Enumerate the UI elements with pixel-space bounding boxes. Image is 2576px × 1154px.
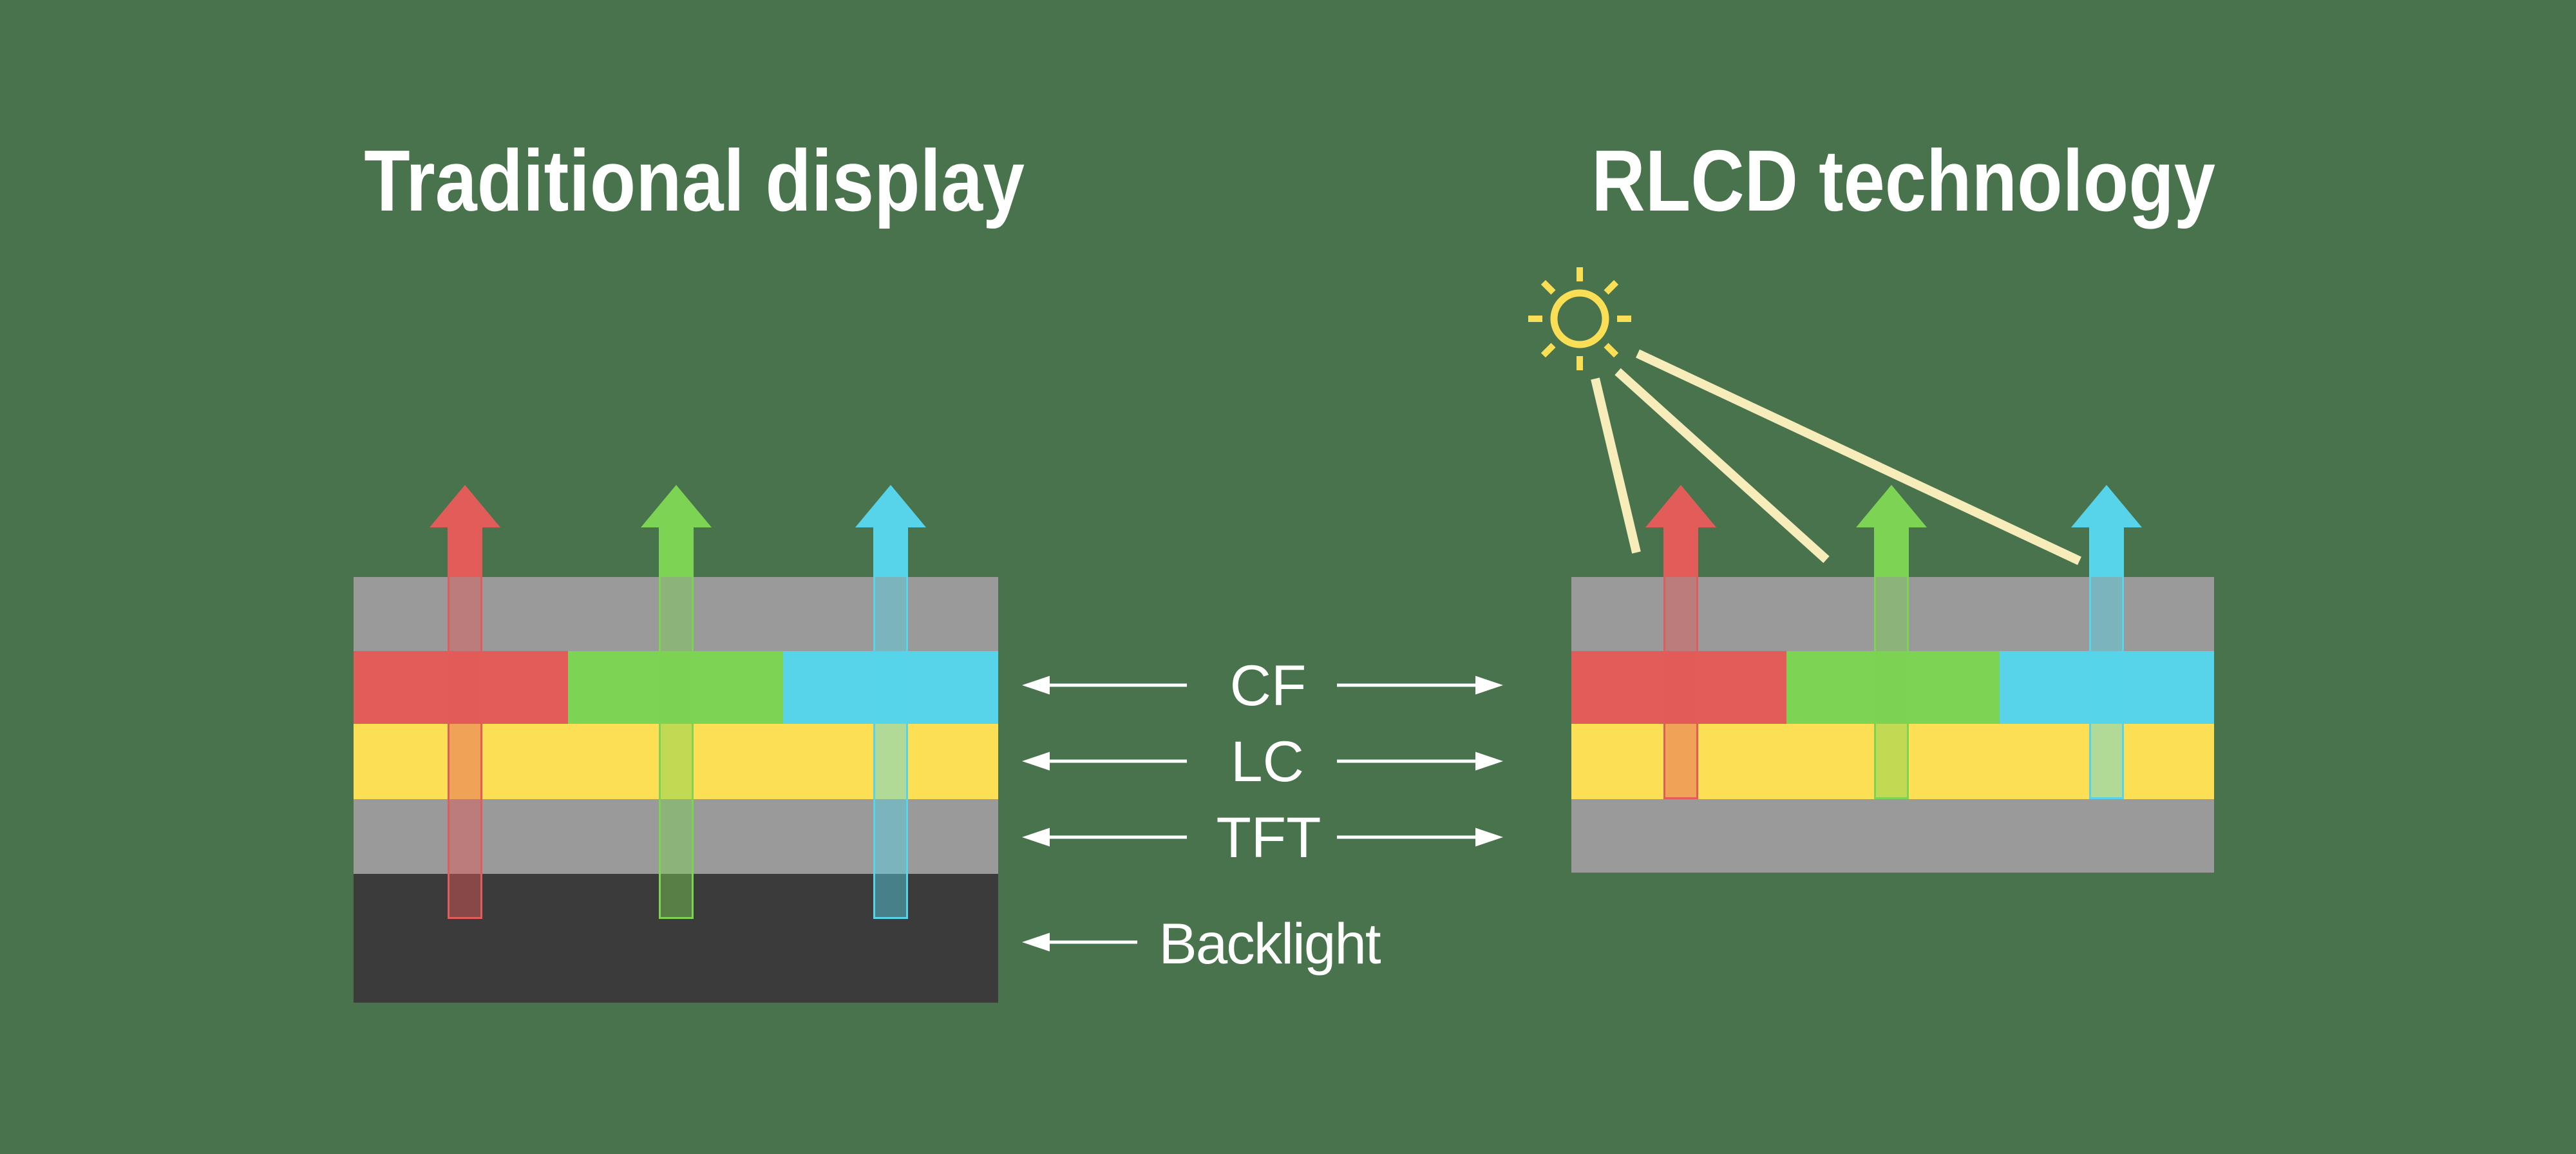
svg-text:Traditional display: Traditional display [364,132,1025,229]
svg-text:TFT: TFT [1216,805,1321,869]
svg-text:LC: LC [1231,729,1304,793]
svg-text:RLCD technology: RLCD technology [1591,131,2215,229]
svg-text:CF: CF [1230,653,1307,717]
svg-text:Backlight: Backlight [1159,911,1381,976]
